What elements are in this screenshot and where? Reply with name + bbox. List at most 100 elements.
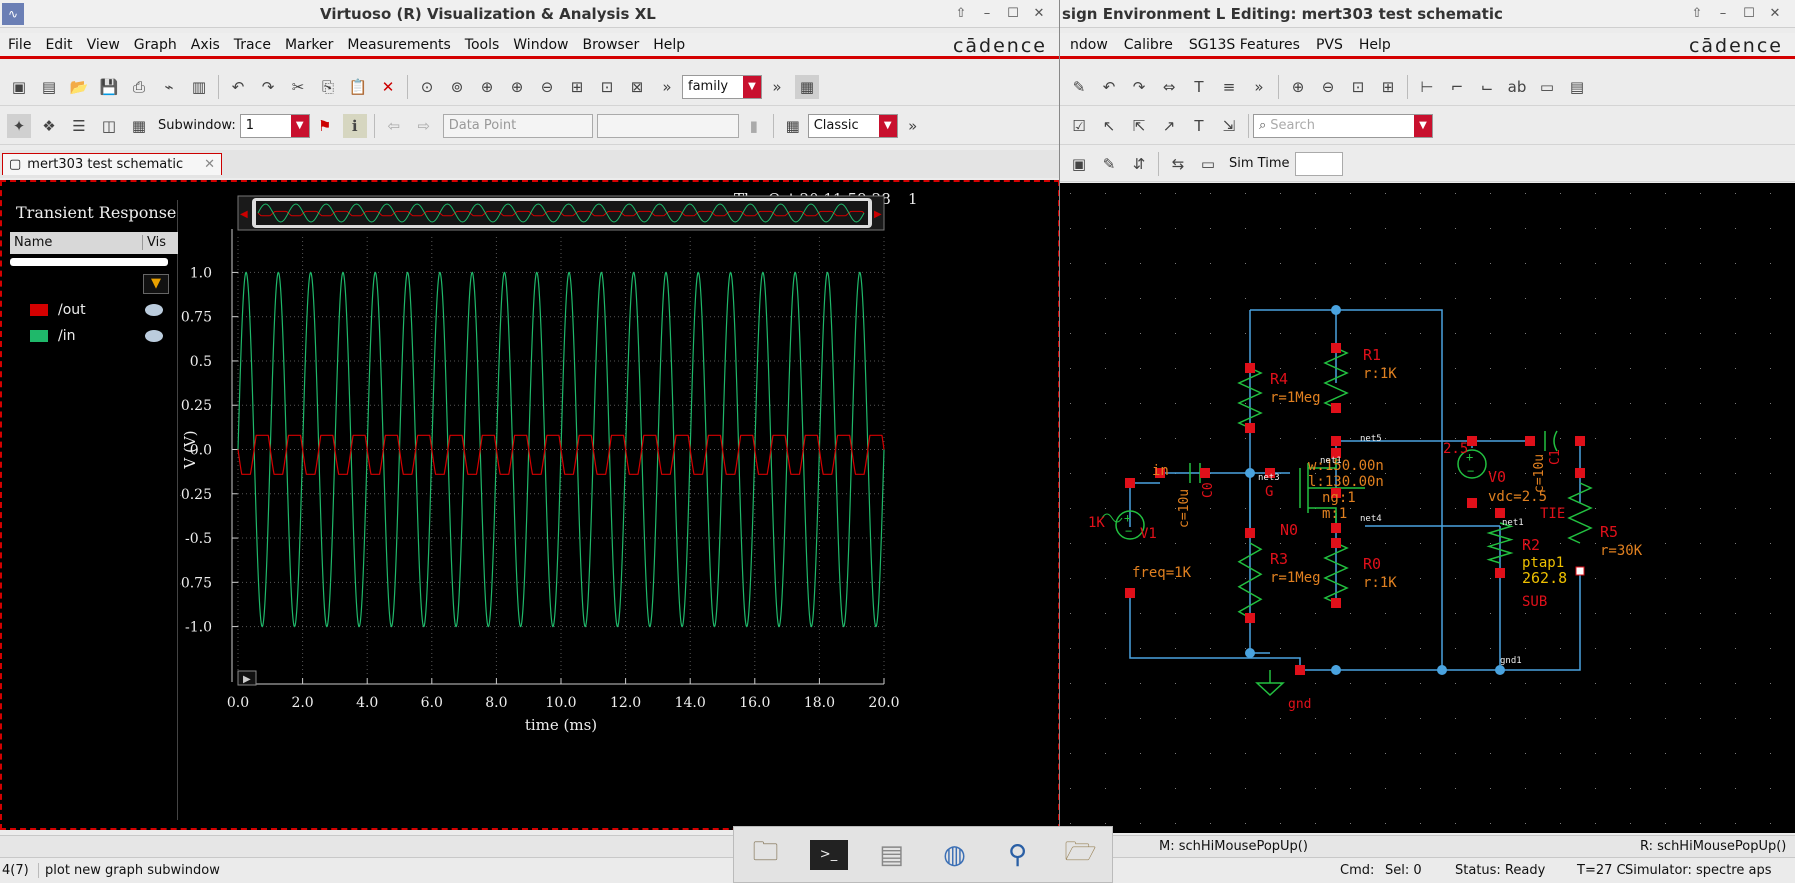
eye-icon[interactable] bbox=[145, 330, 163, 342]
wire-icon[interactable]: ⌐ bbox=[1450, 77, 1464, 96]
more-icon[interactable]: » bbox=[908, 116, 918, 135]
clear-icon[interactable]: ▥ bbox=[191, 77, 207, 96]
maximize-icon[interactable]: ☐ bbox=[1007, 6, 1019, 21]
text-icon[interactable]: T bbox=[1194, 77, 1204, 96]
search-icon[interactable]: ⚲ bbox=[1007, 839, 1028, 870]
trace-item-in[interactable]: /in bbox=[30, 326, 75, 346]
search-input[interactable]: ⌕ Search ▼ bbox=[1253, 113, 1433, 138]
more-icon[interactable]: » bbox=[772, 77, 782, 96]
zoom-reset-icon[interactable]: ⊚ bbox=[450, 77, 464, 96]
new-subwindow-icon[interactable]: ▤ bbox=[41, 77, 57, 96]
sim-icon[interactable]: ⇆ bbox=[1171, 154, 1185, 173]
redo-icon[interactable]: ↷ bbox=[1132, 77, 1146, 96]
family-select[interactable]: family ▼ bbox=[682, 74, 762, 99]
trace-item-out[interactable]: /out bbox=[30, 300, 86, 320]
cards-icon[interactable]: ❖ bbox=[42, 116, 56, 135]
fit-icon[interactable]: ⊡ bbox=[600, 77, 614, 96]
pen-icon[interactable]: ✎ bbox=[1072, 77, 1086, 96]
menu-marker[interactable]: Marker bbox=[284, 36, 334, 53]
back-icon[interactable]: ⇦ bbox=[387, 116, 401, 135]
zoom-x-icon[interactable]: ⊕ bbox=[510, 77, 524, 96]
edit-icon[interactable]: ✎ bbox=[1102, 154, 1116, 173]
chevron-down-icon[interactable]: ▼ bbox=[290, 114, 309, 137]
menu-edit[interactable]: Edit bbox=[45, 36, 73, 53]
cut-icon[interactable]: ✂ bbox=[291, 77, 305, 96]
simulation-icon[interactable]: ▣ bbox=[1071, 154, 1087, 173]
menu-view[interactable]: View bbox=[86, 36, 120, 53]
add-instance-icon[interactable]: ⊢ bbox=[1420, 77, 1434, 96]
more-icon[interactable]: » bbox=[1254, 77, 1264, 96]
pin-icon[interactable]: ▭ bbox=[1539, 77, 1555, 96]
select-area-icon[interactable]: ⇱ bbox=[1132, 116, 1146, 135]
new-window-icon[interactable]: ▣ bbox=[11, 77, 27, 96]
zoom-out-icon[interactable]: ⊖ bbox=[540, 77, 554, 96]
align-icon[interactable]: ≡ bbox=[1222, 77, 1236, 96]
zoom-box-icon[interactable]: ⊠ bbox=[630, 77, 644, 96]
filter-icon[interactable]: ▼ bbox=[143, 274, 169, 294]
forward-icon[interactable]: ⇨ bbox=[417, 116, 431, 135]
tab-close-icon[interactable]: ✕ bbox=[204, 157, 215, 172]
cabinet-icon[interactable]: ▤ bbox=[879, 839, 904, 870]
menu-help[interactable]: Help bbox=[1358, 36, 1391, 53]
data-point-field[interactable] bbox=[596, 113, 739, 138]
tab-mert303-test-schematic[interactable]: ▢ mert303 test schematic ✕ bbox=[2, 153, 222, 175]
more-icon[interactable]: » bbox=[662, 77, 672, 96]
magic-wand-icon[interactable]: ✦ bbox=[7, 113, 31, 138]
up-icon[interactable]: ⇧ bbox=[1691, 6, 1703, 21]
zoom-area-icon[interactable]: ⊞ bbox=[570, 77, 584, 96]
property-icon[interactable]: ▤ bbox=[1569, 77, 1585, 96]
menu-pvs[interactable]: PVS bbox=[1315, 36, 1343, 53]
menu-measurements[interactable]: Measurements bbox=[347, 36, 451, 53]
minimize-icon[interactable]: – bbox=[1719, 6, 1727, 21]
menu-calibre[interactable]: Calibre bbox=[1123, 36, 1173, 53]
menu-graph[interactable]: Graph bbox=[133, 36, 177, 53]
tile-icon[interactable]: ▦ bbox=[131, 116, 147, 135]
style-select[interactable]: Classic ▼ bbox=[807, 113, 898, 138]
paste-icon[interactable]: 📋 bbox=[348, 77, 368, 96]
select-text-icon[interactable]: T bbox=[1194, 116, 1204, 135]
histogram-icon[interactable]: ▮ bbox=[749, 116, 758, 135]
menu-window[interactable]: ndow bbox=[1070, 36, 1108, 53]
menu-trace[interactable]: Trace bbox=[233, 36, 271, 53]
undo-icon[interactable]: ↶ bbox=[231, 77, 245, 96]
close-icon[interactable]: ✕ bbox=[1033, 6, 1045, 21]
zoom-fit-icon[interactable]: ⊡ bbox=[1351, 77, 1365, 96]
up-icon[interactable]: ⇧ bbox=[955, 6, 967, 21]
check-save-icon[interactable]: ☑ bbox=[1072, 116, 1086, 135]
chevron-down-icon[interactable]: ▼ bbox=[878, 114, 897, 137]
data-point-select[interactable]: Data Point bbox=[442, 113, 593, 138]
save-icon[interactable]: 💾 bbox=[99, 77, 119, 96]
zoom-out-icon[interactable]: ⊖ bbox=[1321, 77, 1335, 96]
delete-icon[interactable]: ✕ bbox=[381, 77, 395, 96]
terminal-icon[interactable]: >_ bbox=[808, 834, 850, 876]
plot-icon[interactable]: ⌁ bbox=[164, 77, 174, 96]
menu-sg13s[interactable]: SG13S Features bbox=[1188, 36, 1300, 53]
zoom-area-icon[interactable]: ⊞ bbox=[1381, 77, 1395, 96]
grid-icon[interactable]: ▦ bbox=[795, 74, 819, 99]
split-icon[interactable]: ◫ bbox=[101, 116, 117, 135]
zoom-in-icon[interactable]: ⊕ bbox=[480, 77, 494, 96]
hierarchy-icon[interactable]: ⇵ bbox=[1132, 154, 1146, 173]
menu-window[interactable]: Window bbox=[513, 36, 569, 53]
calculator-icon[interactable]: ▦ bbox=[785, 116, 800, 135]
transient-chart[interactable]: Thu Oct 20 11:59:2820221◀▶1.00.750.50.25… bbox=[180, 182, 1056, 822]
chevron-down-icon[interactable]: ▼ bbox=[1414, 114, 1432, 137]
stack-icon[interactable]: ☰ bbox=[72, 116, 86, 135]
menu-tools[interactable]: Tools bbox=[464, 36, 500, 53]
label-icon[interactable]: ab bbox=[1507, 77, 1527, 96]
select-wire-icon[interactable]: ↗ bbox=[1162, 116, 1176, 135]
plot-subwindow[interactable]: Transient Response Name Vis ▼ /out /in T… bbox=[0, 180, 1059, 830]
eye-icon[interactable] bbox=[145, 304, 163, 316]
minimize-icon[interactable]: – bbox=[983, 6, 991, 21]
undo-icon[interactable]: ↶ bbox=[1102, 77, 1116, 96]
chevron-down-icon[interactable]: ▼ bbox=[743, 75, 761, 98]
info-icon[interactable]: ℹ bbox=[342, 113, 367, 138]
browser-icon[interactable]: ◍ bbox=[943, 839, 966, 870]
copy-icon[interactable]: ⎘ bbox=[321, 77, 334, 96]
menu-browser[interactable]: Browser bbox=[582, 36, 640, 53]
files-icon[interactable]: 🗀 bbox=[752, 836, 779, 867]
wire-name-icon[interactable]: ⌙ bbox=[1480, 77, 1494, 96]
subwindow-select[interactable]: 1 ▼ bbox=[239, 113, 310, 138]
close-icon[interactable]: ✕ bbox=[1769, 6, 1781, 21]
